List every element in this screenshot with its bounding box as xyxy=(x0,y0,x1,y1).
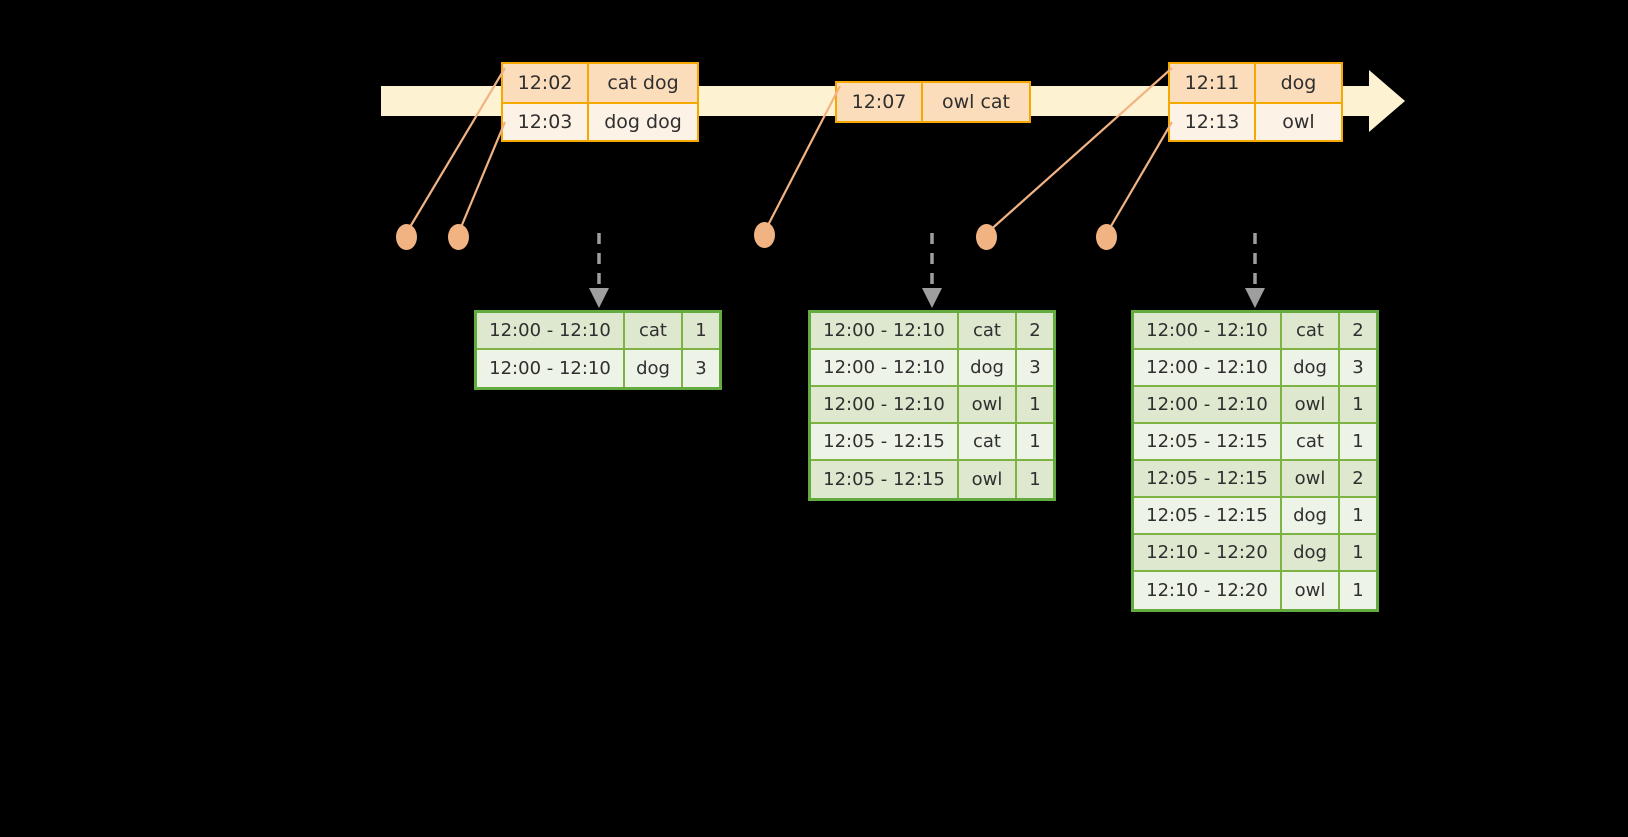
count-cell: 3 xyxy=(1338,350,1376,385)
count-cell: 1 xyxy=(1338,572,1376,609)
window-cell: 12:00 - 12:10 xyxy=(1146,394,1268,415)
event-value: owl xyxy=(1254,104,1341,140)
word-cell: cat xyxy=(957,313,1015,348)
window-cell: 12:00 - 12:10 xyxy=(489,358,611,379)
event-row: 12:07 owl cat xyxy=(837,83,1029,121)
table-row: 12:00 - 12:10 dog 3 xyxy=(1134,350,1376,387)
event-time: 12:07 xyxy=(851,91,907,113)
count-cell: 3 xyxy=(681,350,719,387)
window-cell: 12:00 - 12:10 xyxy=(489,320,611,341)
word-cell: cat xyxy=(957,424,1015,459)
window-cell: 12:10 - 12:20 xyxy=(1146,542,1268,563)
table-row: 12:00 - 12:10 cat 2 xyxy=(811,313,1053,350)
window-cell: 12:05 - 12:15 xyxy=(823,469,945,490)
event-value: dog xyxy=(1254,64,1341,102)
event-value: cat dog xyxy=(587,64,697,102)
count-cell: 1 xyxy=(1015,387,1053,422)
word-cell: cat xyxy=(1280,313,1338,348)
word-cell: owl xyxy=(1280,572,1338,609)
event-time: 12:13 xyxy=(1184,111,1240,133)
event-value: owl cat xyxy=(921,83,1029,121)
table-row: 12:05 - 12:15 owl 1 xyxy=(811,461,1053,498)
count-cell: 2 xyxy=(1015,313,1053,348)
event-row: 12:11 dog xyxy=(1170,64,1341,102)
table-row: 12:10 - 12:20 owl 1 xyxy=(1134,572,1376,609)
event-row: 12:03 dog dog xyxy=(503,102,697,140)
event-marker-dot xyxy=(448,224,469,250)
table-row: 12:00 - 12:10 cat 2 xyxy=(1134,313,1376,350)
table-row: 12:00 - 12:10 owl 1 xyxy=(1134,387,1376,424)
event-time: 12:02 xyxy=(517,72,573,94)
table-row: 12:00 - 12:10 dog 3 xyxy=(477,350,719,387)
event-marker-dot xyxy=(976,224,997,250)
count-cell: 1 xyxy=(1338,498,1376,533)
result-table-3: 12:00 - 12:10 cat 2 12:00 - 12:10 dog 3 … xyxy=(1131,310,1379,612)
window-cell: 12:00 - 12:10 xyxy=(823,394,945,415)
word-cell: dog xyxy=(957,350,1015,385)
count-cell: 1 xyxy=(681,313,719,348)
event-marker-dot xyxy=(754,222,775,248)
event-box-3: 12:11 dog 12:13 owl xyxy=(1168,62,1343,142)
event-box-2: 12:07 owl cat xyxy=(835,81,1031,123)
timeline-arrowhead-icon xyxy=(1369,70,1405,132)
event-time: 12:11 xyxy=(1184,72,1240,94)
count-cell: 2 xyxy=(1338,313,1376,348)
window-cell: 12:00 - 12:10 xyxy=(823,357,945,378)
table-row: 12:00 - 12:10 owl 1 xyxy=(811,387,1053,424)
event-marker-dot xyxy=(396,224,417,250)
word-cell: cat xyxy=(1280,424,1338,459)
window-cell: 12:05 - 12:15 xyxy=(1146,468,1268,489)
event-marker-dot xyxy=(1096,224,1117,250)
result-table-1: 12:00 - 12:10 cat 1 12:00 - 12:10 dog 3 xyxy=(474,310,722,390)
window-cell: 12:10 - 12:20 xyxy=(1146,580,1268,601)
word-cell: dog xyxy=(1280,350,1338,385)
table-row: 12:05 - 12:15 owl 2 xyxy=(1134,461,1376,498)
count-cell: 3 xyxy=(1015,350,1053,385)
count-cell: 2 xyxy=(1338,461,1376,496)
word-cell: cat xyxy=(623,313,681,348)
word-cell: dog xyxy=(623,350,681,387)
event-time: 12:03 xyxy=(517,111,573,133)
table-row: 12:00 - 12:10 cat 1 xyxy=(477,313,719,350)
word-cell: dog xyxy=(1280,498,1338,533)
table-row: 12:00 - 12:10 dog 3 xyxy=(811,350,1053,387)
table-row: 12:05 - 12:15 dog 1 xyxy=(1134,498,1376,535)
word-cell: owl xyxy=(957,461,1015,498)
window-cell: 12:05 - 12:15 xyxy=(1146,431,1268,452)
word-cell: owl xyxy=(1280,461,1338,496)
word-cell: owl xyxy=(1280,387,1338,422)
event-row: 12:02 cat dog xyxy=(503,64,697,102)
event-box-1: 12:02 cat dog 12:03 dog dog xyxy=(501,62,699,142)
table-row: 12:10 - 12:20 dog 1 xyxy=(1134,535,1376,572)
window-cell: 12:00 - 12:10 xyxy=(1146,320,1268,341)
count-cell: 1 xyxy=(1338,387,1376,422)
count-cell: 1 xyxy=(1338,424,1376,459)
event-row: 12:13 owl xyxy=(1170,102,1341,140)
window-cell: 12:05 - 12:15 xyxy=(1146,505,1268,526)
count-cell: 1 xyxy=(1338,535,1376,570)
count-cell: 1 xyxy=(1015,461,1053,498)
word-cell: owl xyxy=(957,387,1015,422)
event-value: dog dog xyxy=(587,104,697,140)
result-table-2: 12:00 - 12:10 cat 2 12:00 - 12:10 dog 3 … xyxy=(808,310,1056,501)
window-cell: 12:00 - 12:10 xyxy=(1146,357,1268,378)
count-cell: 1 xyxy=(1015,424,1053,459)
table-row: 12:05 - 12:15 cat 1 xyxy=(1134,424,1376,461)
table-row: 12:05 - 12:15 cat 1 xyxy=(811,424,1053,461)
word-cell: dog xyxy=(1280,535,1338,570)
window-cell: 12:00 - 12:10 xyxy=(823,320,945,341)
window-cell: 12:05 - 12:15 xyxy=(823,431,945,452)
